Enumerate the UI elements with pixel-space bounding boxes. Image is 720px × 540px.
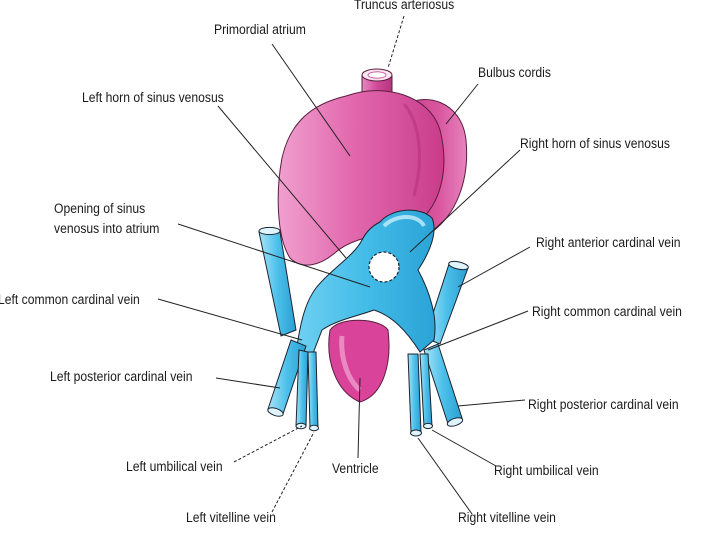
label-left-umbilical-vein: Left umbilical vein [126, 459, 223, 474]
label-right-anterior-cardinal-vein: Right anterior cardinal vein [536, 235, 681, 250]
leader-right-horn [409, 149, 521, 253]
ventricle-shape [328, 319, 390, 403]
label-left-vitelline-vein: Left vitelline vein [186, 510, 276, 525]
leader-left-umbilical [233, 425, 303, 463]
label-truncus-arteriosus: Truncus arteriosus [354, 0, 455, 12]
label-right-vitelline-vein: Right vitelline vein [458, 510, 556, 525]
label-left-posterior-cardinal-vein: Left posterior cardinal vein [50, 369, 193, 384]
label-right-common-cardinal-vein: Right common cardinal vein [532, 304, 682, 319]
label-opening-line2: venosus into atrium [54, 221, 160, 236]
leader-lines [157, 15, 531, 515]
label-right-horn-sinus-venosus: Right horn of sinus venosus [520, 136, 670, 151]
leader-right-anterior [457, 246, 531, 288]
leader-opening [177, 223, 371, 288]
leader-left-vitelline [271, 431, 315, 513]
label-ventricle: Ventricle [332, 461, 379, 476]
leader-right-posterior [457, 399, 526, 407]
leader-bulbus-cordis [445, 83, 479, 125]
label-primordial-atrium: Primordial atrium [214, 22, 306, 37]
leader-ventricle [357, 377, 361, 459]
label-left-horn-sinus-venosus: Left horn of sinus venosus [82, 90, 224, 105]
label-left-common-cardinal-vein: Left common cardinal vein [0, 292, 140, 307]
leader-right-vitelline [417, 437, 473, 515]
leader-right-umbilical [431, 429, 497, 467]
leader-left-posterior [215, 377, 281, 389]
sinus-venosus-veins [258, 209, 469, 437]
leader-primordial-atrium [271, 43, 351, 157]
label-opening-line1: Opening of sinus [54, 201, 146, 216]
label-right-posterior-cardinal-vein: Right posterior cardinal vein [528, 397, 679, 412]
label-right-umbilical-vein: Right umbilical vein [494, 463, 599, 478]
leader-right-common [427, 310, 529, 351]
label-bulbus-cordis: Bulbus cordis [478, 65, 551, 80]
leader-truncus [387, 15, 405, 69]
leader-left-horn [217, 105, 347, 259]
leader-left-common [157, 298, 303, 341]
